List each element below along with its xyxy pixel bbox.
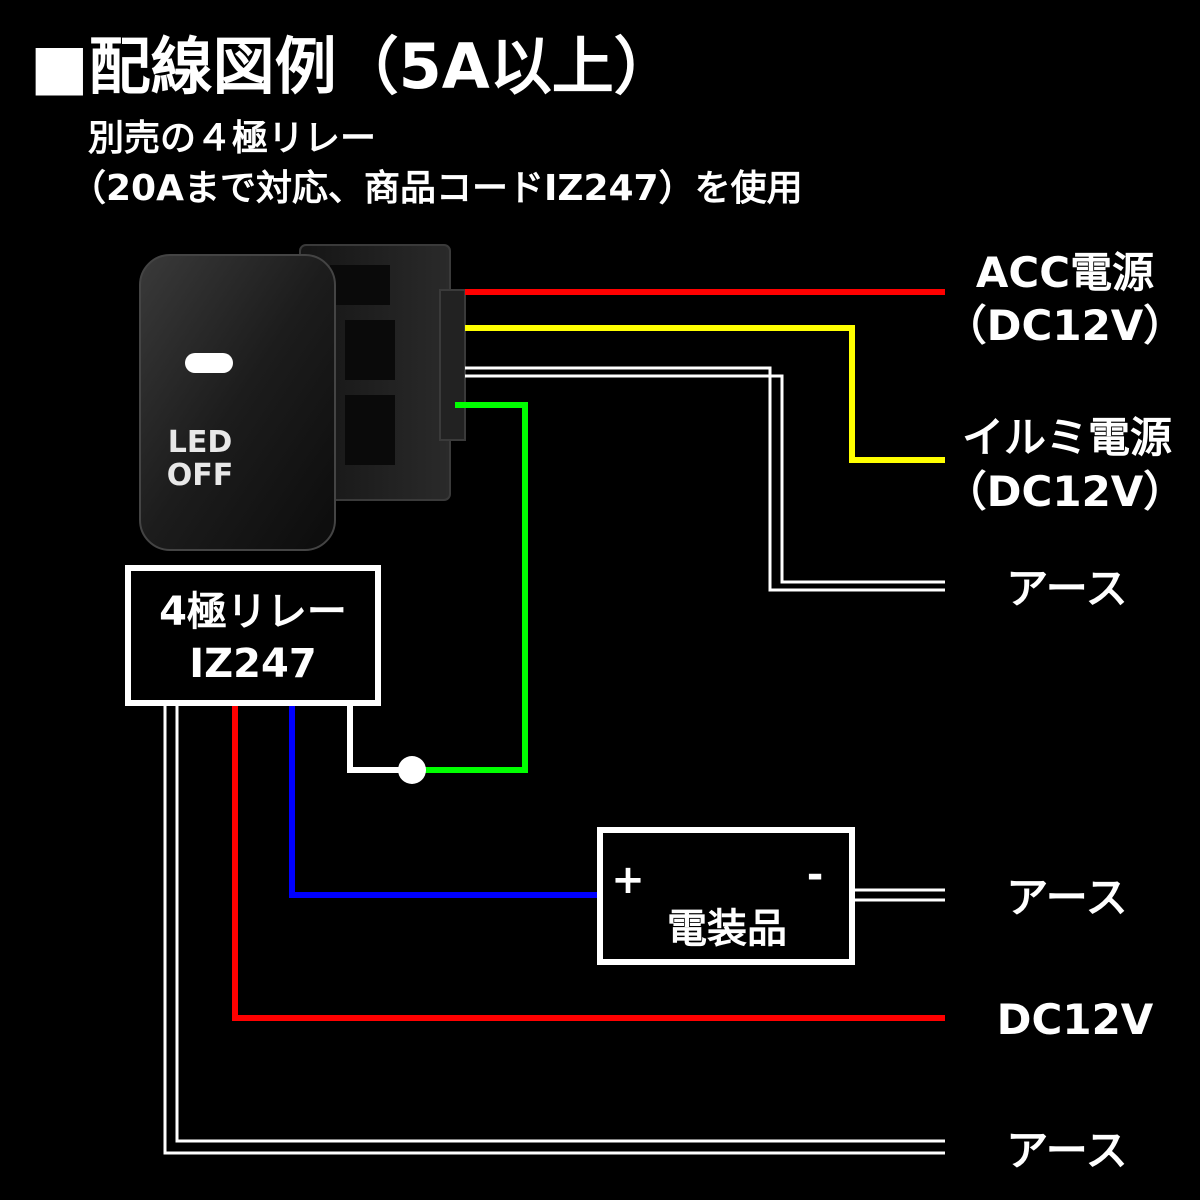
device-plus-terminal: + (611, 857, 645, 903)
junction-dot (398, 756, 426, 784)
label-earth-device: アース (1006, 873, 1127, 922)
wire-earth-switch-inner (465, 374, 945, 584)
device-name: 電装品 (667, 906, 787, 952)
wire-relay-earth-inner (175, 703, 945, 1143)
wire-load (289, 703, 600, 898)
label-acc-voltage: （DC12V） (945, 301, 1186, 350)
wire-relay-earth-outer (163, 703, 945, 1155)
relay-label-line2: IZ247 (189, 641, 316, 687)
relay-label-line1: 4極リレー (159, 589, 347, 635)
subtitle-line1: 別売の４極リレー (88, 118, 376, 159)
wire-relay-trigger (347, 703, 412, 773)
subtitle-line2: （20Aまで対応、商品コードIZ247）を使用 (70, 168, 803, 209)
wire-illumi (465, 325, 945, 463)
wire-signal (412, 402, 528, 773)
wire-dc12v (232, 703, 945, 1021)
label-acc-power: ACC電源 (976, 248, 1154, 297)
label-illumi-voltage: （DC12V） (945, 467, 1186, 516)
label-earth-switch: アース (1006, 564, 1127, 613)
label-dc12v: DC12V (997, 995, 1154, 1044)
label-illumi-power: イルミ電源 (962, 413, 1172, 462)
diagram-title: ■配線図例（5A以上） (30, 30, 676, 103)
device-minus-terminal: - (807, 852, 824, 898)
wire-earth-switch-outer (465, 366, 945, 592)
switch-label-off: OFF (167, 458, 234, 493)
switch-housing (299, 244, 466, 501)
relay-box: 4極リレー IZ247 (125, 565, 381, 706)
indicator-led-icon (185, 353, 233, 373)
switch-label-led: LED (168, 425, 233, 460)
led-off-switch: LED OFF (139, 254, 336, 551)
label-earth-relay: アース (1006, 1126, 1127, 1175)
electrical-device-box: + - 電装品 (597, 827, 855, 965)
